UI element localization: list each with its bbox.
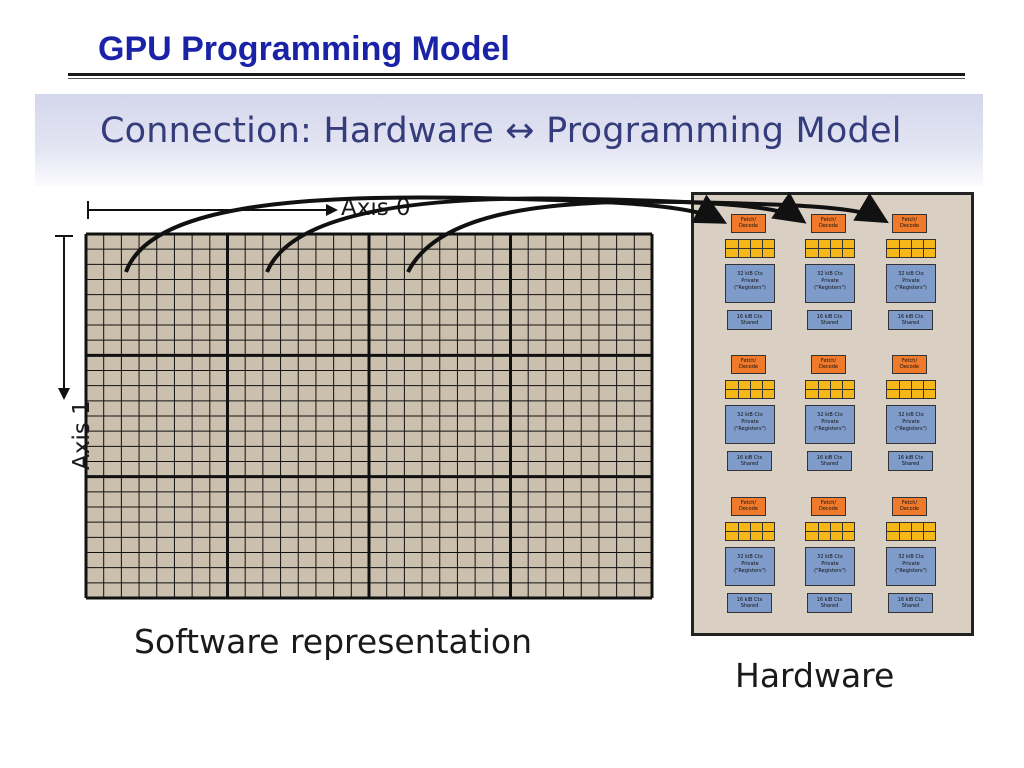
- shared-context-memory: 16 kiB Ctx Shared: [888, 310, 933, 330]
- title-underline-thin: [68, 78, 965, 79]
- axis0-label: Axis 0: [341, 195, 411, 221]
- shared-context-memory: 16 kiB Ctx Shared: [727, 593, 772, 613]
- alu-array: [725, 239, 775, 258]
- shared-context-memory: 16 kiB Ctx Shared: [727, 310, 772, 330]
- hardware-caption: Hardware: [735, 656, 895, 695]
- alu-array: [805, 239, 855, 258]
- shared-context-memory: 16 kiB Ctx Shared: [727, 451, 772, 471]
- shared-context-memory: 16 kiB Ctx Shared: [888, 451, 933, 471]
- shared-context-memory: 16 kiB Ctx Shared: [888, 593, 933, 613]
- alu-array: [805, 522, 855, 541]
- private-context-memory: 32 kiB Ctx Private ("Registers"): [725, 264, 775, 303]
- axis1-arrow: [55, 235, 73, 400]
- fetch-decode-unit: Fetch/ Decode: [892, 497, 927, 516]
- page-title: GPU Programming Model: [98, 30, 510, 68]
- axis1-label: Axis 1: [69, 400, 95, 470]
- shared-context-memory: 16 kiB Ctx Shared: [807, 451, 852, 471]
- private-context-memory: 32 kiB Ctx Private ("Registers"): [805, 405, 855, 444]
- software-caption: Software representation: [134, 622, 532, 661]
- fetch-decode-unit: Fetch/ Decode: [892, 355, 927, 374]
- banner-heading: Connection: Hardware ↔ Programming Model: [100, 111, 902, 151]
- subtitle-banner: [35, 94, 983, 186]
- thread-grid: [84, 232, 654, 600]
- fetch-decode-unit: Fetch/ Decode: [731, 355, 766, 374]
- alu-array: [886, 522, 936, 541]
- private-context-memory: 32 kiB Ctx Private ("Registers"): [886, 405, 936, 444]
- alu-array: [805, 380, 855, 399]
- axis0-arrow: [87, 201, 338, 219]
- alu-array: [886, 380, 936, 399]
- fetch-decode-unit: Fetch/ Decode: [731, 214, 766, 233]
- title-underline: [68, 73, 965, 76]
- alu-array: [886, 239, 936, 258]
- fetch-decode-unit: Fetch/ Decode: [892, 214, 927, 233]
- private-context-memory: 32 kiB Ctx Private ("Registers"): [886, 264, 936, 303]
- fetch-decode-unit: Fetch/ Decode: [811, 497, 846, 516]
- private-context-memory: 32 kiB Ctx Private ("Registers"): [725, 547, 775, 586]
- shared-context-memory: 16 kiB Ctx Shared: [807, 310, 852, 330]
- private-context-memory: 32 kiB Ctx Private ("Registers"): [805, 547, 855, 586]
- private-context-memory: 32 kiB Ctx Private ("Registers"): [805, 264, 855, 303]
- fetch-decode-unit: Fetch/ Decode: [811, 355, 846, 374]
- hardware-box: Fetch/ Decode 32 kiB Ctx Private ("Regist…: [691, 192, 974, 636]
- private-context-memory: 32 kiB Ctx Private ("Registers"): [886, 547, 936, 586]
- shared-context-memory: 16 kiB Ctx Shared: [807, 593, 852, 613]
- fetch-decode-unit: Fetch/ Decode: [731, 497, 766, 516]
- alu-array: [725, 522, 775, 541]
- private-context-memory: 32 kiB Ctx Private ("Registers"): [725, 405, 775, 444]
- alu-array: [725, 380, 775, 399]
- fetch-decode-unit: Fetch/ Decode: [811, 214, 846, 233]
